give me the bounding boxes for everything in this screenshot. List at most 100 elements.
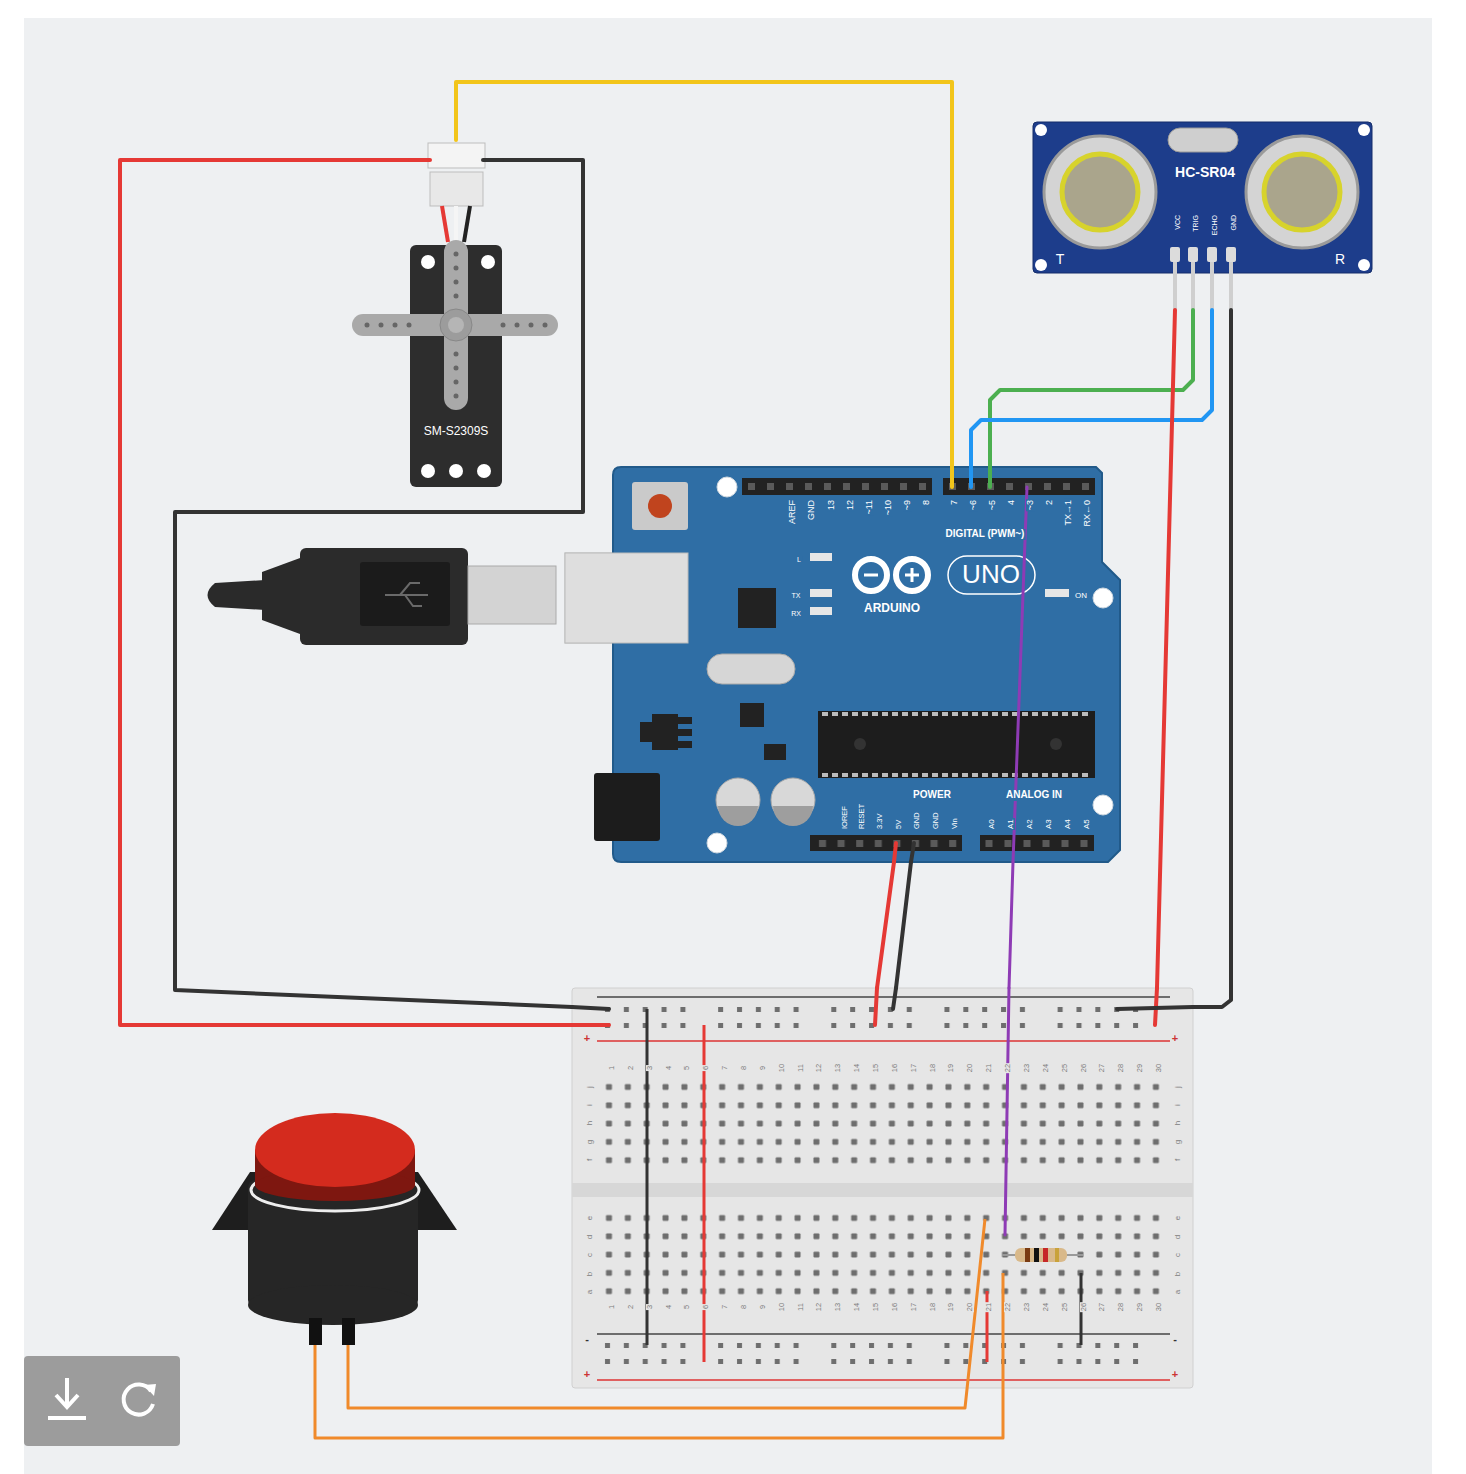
label-holder: 9 — [752, 1304, 768, 1310]
label-holder: 12 — [840, 499, 856, 511]
capacitor — [718, 806, 758, 826]
horn-holes — [365, 323, 370, 328]
label-holder: 7 — [944, 499, 960, 506]
label-holder: f — [1167, 1158, 1183, 1162]
label-holder: 29 — [1129, 1063, 1145, 1073]
chip-pins — [822, 773, 1092, 777]
label-holder: AREF — [782, 499, 798, 525]
label-holder: c — [579, 1252, 595, 1258]
row-number: 4 — [665, 1065, 673, 1071]
label-holder: 20 — [959, 1063, 975, 1073]
row-number: 2 — [627, 1304, 635, 1310]
label-holder: ~11 — [859, 499, 875, 516]
label-holder: + — [1171, 1029, 1179, 1045]
chip-mark — [1050, 738, 1062, 750]
label-holder: 28 — [1110, 1302, 1126, 1312]
wire — [1193, 310, 1231, 1007]
label-holder: 11 — [790, 1302, 806, 1312]
rail-holes — [598, 1339, 1164, 1371]
row-number: 10 — [778, 1302, 786, 1312]
rail-sign: + — [583, 1369, 591, 1381]
row-number: 19 — [947, 1302, 955, 1312]
label-holder: 3 — [639, 1304, 655, 1310]
wire-ends — [410, 160, 1193, 1235]
label-holder: i — [579, 1103, 595, 1107]
model-label: UNO — [961, 561, 1021, 588]
row-number: 30 — [1155, 1302, 1163, 1312]
label-holder: A4 — [1057, 818, 1073, 830]
pin-label: AREF — [788, 499, 797, 525]
label-holder: T — [1055, 251, 1066, 267]
label-holder: - — [584, 1330, 590, 1346]
sensor-pins — [1170, 247, 1236, 310]
button-cap — [255, 1113, 415, 1187]
pin-label: ~6 — [969, 499, 978, 511]
capacitor — [773, 806, 813, 826]
horn-holes — [501, 323, 506, 328]
row-number: 20 — [966, 1302, 974, 1312]
button-leg — [309, 1318, 322, 1345]
breadboard-wires — [315, 1009, 1081, 1438]
pin-label: Vin — [951, 817, 959, 830]
pin-header — [980, 835, 1094, 851]
row-number: 24 — [1042, 1302, 1050, 1312]
label-holder: + — [583, 1365, 591, 1381]
label-holder: 10 — [771, 1063, 787, 1073]
label-holder: 16 — [884, 1063, 900, 1073]
label-holder: 22 — [997, 1302, 1013, 1312]
pin-label: GND — [932, 811, 940, 830]
row-number: 28 — [1117, 1302, 1125, 1312]
column-letter: i — [586, 1103, 594, 1107]
row-number: 17 — [910, 1302, 918, 1312]
row-number: 5 — [683, 1304, 691, 1310]
column-letter: h — [1174, 1120, 1182, 1126]
breadboard-drawing — [572, 988, 1193, 1388]
column-letter: g — [1174, 1139, 1182, 1145]
mount-hole — [421, 255, 435, 269]
usb-metal — [468, 566, 556, 624]
label-holder: TRIG — [1185, 214, 1201, 233]
label-holder: 23 — [1016, 1302, 1032, 1312]
sensor-pins — [1226, 247, 1236, 262]
label-holder: ON — [1074, 585, 1088, 601]
row-number: 1 — [608, 1304, 616, 1310]
mount-hole — [1358, 124, 1370, 136]
rail-sign: + — [583, 1033, 591, 1045]
row-number: 19 — [947, 1063, 955, 1073]
label-holder: 24 — [1035, 1302, 1051, 1312]
horn-holes — [454, 366, 459, 371]
jumper-wire — [646, 1009, 649, 1345]
pin-header — [943, 478, 1095, 495]
crystal — [1168, 128, 1238, 152]
label-holder: 15 — [865, 1063, 881, 1073]
label-holder: 13 — [821, 499, 837, 511]
label-holder: 20 — [959, 1302, 975, 1312]
column-letter: f — [1174, 1158, 1182, 1162]
row-number: 5 — [683, 1065, 691, 1071]
pin-label: ~11 — [865, 499, 874, 516]
led-label: RX — [790, 610, 802, 617]
mount-hole — [1035, 124, 1047, 136]
row-number: 16 — [891, 1302, 899, 1312]
row-number: 29 — [1136, 1063, 1144, 1073]
label-holder: A3 — [1038, 818, 1054, 830]
label-holder: HC-SR04 — [1174, 164, 1236, 180]
label-holder: j — [579, 1085, 595, 1089]
row-number: 3 — [646, 1065, 654, 1071]
label-holder: 28 — [1110, 1063, 1126, 1073]
label-holder: 4 — [658, 1065, 674, 1071]
pin-label: A4 — [1064, 818, 1072, 830]
label-holder: d — [579, 1234, 595, 1240]
label-holder: TX→1 — [1058, 499, 1074, 527]
label-holder: h — [579, 1120, 595, 1126]
column-letter: d — [1174, 1234, 1182, 1240]
led-label: ON — [1074, 592, 1088, 600]
label-holder: TX — [791, 585, 802, 601]
row-number: 12 — [815, 1302, 823, 1312]
pin-label: A5 — [1083, 818, 1091, 830]
column-letter: h — [586, 1120, 594, 1126]
row-number: 26 — [1080, 1302, 1088, 1312]
